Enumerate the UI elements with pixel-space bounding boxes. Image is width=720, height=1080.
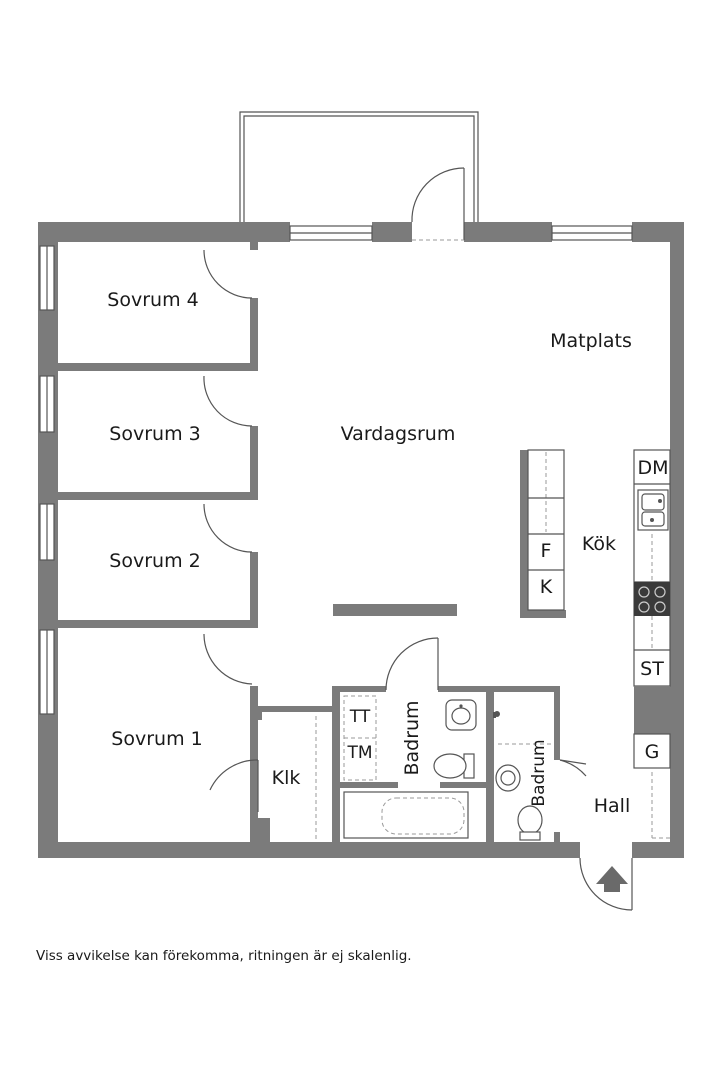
bathroom-1 bbox=[332, 637, 494, 842]
disclaimer-text: Viss avvikelse kan förekomma, ritningen … bbox=[36, 948, 412, 964]
fixture-label-tt: TT bbox=[349, 707, 371, 727]
bedroom-walls bbox=[58, 242, 258, 842]
fixture-label-g: G bbox=[645, 741, 660, 763]
stove-icon bbox=[634, 582, 670, 616]
room-label-klk: Klk bbox=[272, 767, 301, 789]
toilet-icon bbox=[517, 805, 543, 841]
room-label-badrum-1: Badrum bbox=[401, 700, 423, 775]
washbasin-icon bbox=[495, 764, 521, 792]
living-room-divider bbox=[333, 604, 457, 616]
washbasin-icon bbox=[445, 699, 477, 731]
bathtub-icon bbox=[343, 791, 469, 839]
room-label-sovrum-4: Sovrum 4 bbox=[107, 289, 198, 311]
fixture-label-tm: TM bbox=[346, 743, 372, 763]
windows bbox=[39, 225, 633, 715]
room-label-sovrum-3: Sovrum 3 bbox=[109, 423, 200, 445]
balcony-door bbox=[411, 167, 465, 241]
room-label-hall: Hall bbox=[594, 795, 631, 817]
entrance-arrow-icon bbox=[596, 866, 628, 892]
fixture-label-k: K bbox=[540, 576, 553, 598]
bathroom-2 bbox=[493, 686, 587, 842]
room-label-sovrum-2: Sovrum 2 bbox=[109, 550, 200, 572]
room-label-sovrum-1: Sovrum 1 bbox=[111, 728, 202, 750]
faucet-icon bbox=[493, 711, 500, 718]
balcony bbox=[239, 111, 479, 222]
closet-walls bbox=[209, 706, 334, 842]
kitchen-counter bbox=[633, 449, 671, 769]
toilet-icon bbox=[433, 753, 475, 779]
fixture-label-f: F bbox=[541, 540, 552, 562]
room-label-badrum-2: Badrum bbox=[529, 739, 549, 806]
room-label-vardagsrum: Vardagsrum bbox=[341, 423, 456, 445]
fixture-label-st: ST bbox=[640, 658, 664, 680]
fixture-label-dm: DM bbox=[637, 457, 668, 479]
kitchen-island bbox=[520, 449, 566, 618]
room-label-matplats: Matplats bbox=[550, 330, 632, 352]
kitchen-sink-icon bbox=[637, 489, 669, 531]
room-label-kok: Kök bbox=[582, 533, 616, 555]
hall bbox=[579, 772, 670, 911]
